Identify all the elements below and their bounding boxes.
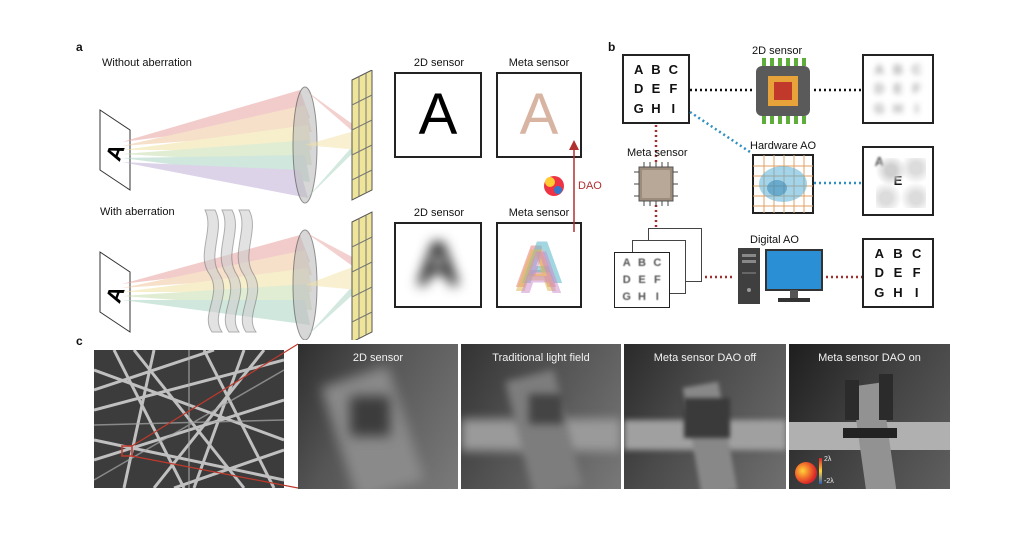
letter-a-red: A <box>514 233 558 300</box>
panel-b-letter: b <box>608 40 616 54</box>
result-2d-blurred: A <box>394 222 482 308</box>
row1-label: Without aberration <box>102 57 192 69</box>
letter-a-yellow: A <box>514 237 558 304</box>
stadium-overview-image <box>94 350 284 488</box>
object-card-bottom: A <box>99 251 131 333</box>
blurred-joint <box>350 396 390 436</box>
letter-a-blurred: A <box>415 230 461 299</box>
computer-icon <box>738 248 823 304</box>
col-2d-sensor-top: 2D sensor <box>413 57 465 69</box>
dao-arrow <box>544 140 579 232</box>
result-meta-multicolor: A A A A <box>496 222 582 308</box>
sensor-2d-label: 2D sensor <box>752 45 803 57</box>
hardware-ao-label: Hardware AO <box>750 140 817 152</box>
zoom-region-marker <box>121 445 133 457</box>
letter-a-meta: A <box>519 82 559 147</box>
meta-sensor-chip-icon <box>634 162 678 206</box>
light-cones-top <box>122 90 312 198</box>
sensor-grid-top <box>351 70 373 201</box>
wavefront-colormap-icon <box>795 462 817 484</box>
image-2d-sensor: 2D sensor <box>298 344 458 489</box>
colorbar-max: 2λ <box>824 456 832 463</box>
stadium-lattice <box>94 350 284 488</box>
dao-label: DAO <box>578 180 602 192</box>
col-meta-sensor-bottom: Meta sensor <box>508 207 570 219</box>
result-hardware-ao-grid: A E <box>862 146 934 216</box>
digital-ao-label: Digital AO <box>750 234 799 246</box>
connectors <box>654 88 862 279</box>
col-2d-sensor-bottom: 2D sensor <box>413 207 465 219</box>
panel-a-letter: a <box>76 40 83 54</box>
sensor-grid-bottom <box>351 211 373 340</box>
letter-a-sharp: A <box>418 82 458 147</box>
panel-c-letter: c <box>76 334 83 348</box>
col-meta-sensor-top: Meta sensor <box>508 57 570 69</box>
label-2d-sensor: 2D sensor <box>352 352 404 364</box>
letter-a-cyan: A <box>520 229 564 296</box>
colorbar <box>819 458 822 484</box>
sensor-2d-chip-icon <box>756 58 810 124</box>
deformable-mirror-icon <box>752 154 814 214</box>
label-light-field: Traditional light field <box>492 352 590 364</box>
label-dao-off: Meta sensor DAO off <box>653 352 757 364</box>
turbulence-layers <box>203 209 259 333</box>
image-dao-off: Meta sensor DAO off <box>624 344 786 489</box>
image-dao-on: Meta sensor DAO on 2λ -2λ <box>789 344 950 489</box>
result-meta-clear: A <box>496 72 582 158</box>
meta-sensor-label: Meta sensor <box>627 147 688 159</box>
optics-diagram: A A <box>99 70 373 340</box>
image-light-field: Traditional light field <box>461 344 621 489</box>
object-card-top: A <box>99 109 131 191</box>
colorbar-min: -2λ <box>824 478 834 485</box>
label-dao-on: Meta sensor DAO on <box>818 352 921 364</box>
result-2d-clear: A <box>394 72 482 158</box>
row2-label: With aberration <box>100 206 175 218</box>
zoom-connector-lines <box>131 343 299 489</box>
letter-a-magenta: A <box>519 239 563 306</box>
